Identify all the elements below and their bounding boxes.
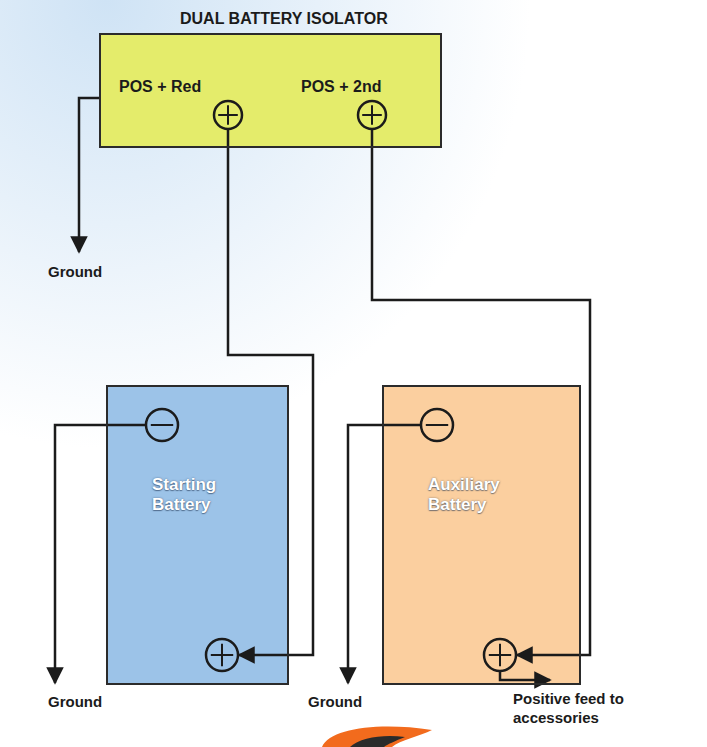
box-fill: [99, 33, 442, 148]
battery-name: Auxiliary Battery: [428, 475, 538, 515]
label-holder: Positive feed to accessories: [513, 689, 631, 727]
isolator-title: DUAL BATTERY ISOLATOR: [180, 9, 388, 29]
battery-box: Auxiliary Battery: [382, 385, 581, 685]
logo-swoosh: [322, 727, 432, 747]
battery-box: Starting Battery: [106, 385, 289, 685]
positive-terminal: [358, 101, 386, 129]
isolator-box: DUAL BATTERY ISOLATORPOS + RedPOS + 2nd: [99, 33, 442, 148]
ground-label: Ground: [308, 692, 388, 711]
positive-terminal: [214, 101, 242, 129]
terminal-set: [382, 385, 581, 685]
terminal-label: POS + 2nd: [301, 77, 381, 97]
box-fill: [382, 385, 581, 685]
label-holder: Ground: [48, 692, 128, 711]
ground-lead: [55, 425, 146, 683]
label-holder: Ground: [48, 262, 128, 281]
ground-label: Ground: [48, 692, 128, 711]
terminal-set: [106, 385, 289, 685]
box-fill: [106, 385, 289, 685]
battery-name: Starting Battery: [152, 475, 257, 515]
label-holder: Ground: [308, 692, 388, 711]
feed-label: Positive feed to accessories: [513, 689, 631, 727]
negative-terminal: [421, 409, 453, 441]
ground-lead: [348, 425, 421, 683]
wire-connector: [372, 129, 590, 655]
accessory-feed-lead: [500, 671, 550, 680]
negative-terminal: [146, 409, 178, 441]
positive-terminal: [206, 639, 238, 671]
wire-connector: [228, 129, 313, 655]
terminal-label: POS + Red: [119, 77, 201, 97]
ground-label: Ground: [48, 262, 128, 281]
ground-lead: [79, 98, 99, 252]
positive-terminal: [484, 639, 516, 671]
